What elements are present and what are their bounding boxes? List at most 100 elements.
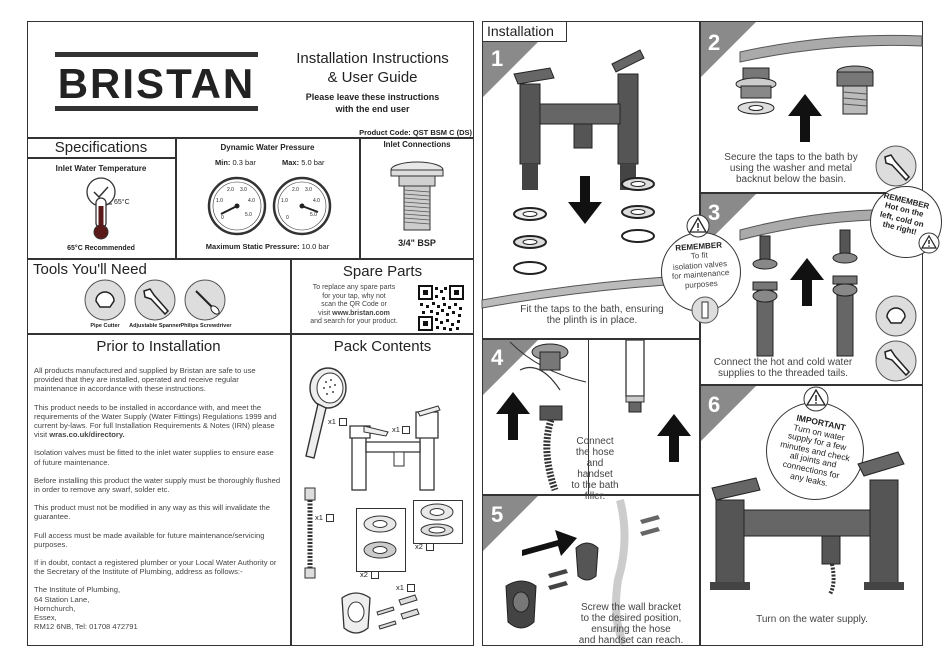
inlet-temp-title: Inlet Water Temperature (55, 164, 147, 173)
qty-bracket: x1 (396, 583, 404, 592)
prior-p3: Isolation valves must be fitted to the i… (34, 448, 274, 467)
step-4-number: 4 (491, 345, 504, 370)
qty-handset-checkbox[interactable] (339, 418, 347, 426)
step1-bath-edge-icon (481, 275, 683, 309)
step4-caption-line4: handset (577, 469, 613, 480)
prior-heading: Prior to Installation (96, 338, 221, 355)
bath-filler-icon (349, 405, 441, 491)
divider-specs-top (27, 137, 474, 139)
step-5-number: 5 (491, 502, 504, 527)
inlet-connections-title: Inlet Connections (383, 140, 451, 149)
step2-up-arrow-icon (788, 94, 822, 142)
static-label: Maximum Static Pressure: (205, 242, 300, 251)
step5-right-arrow-icon (522, 530, 577, 556)
qty-filler-checkbox[interactable] (402, 426, 410, 434)
addr-line3: Hornchurch, (34, 603, 76, 613)
step3-tails-left-icon (752, 235, 778, 357)
brand-logo: BRISTAN (57, 60, 256, 107)
step2-caption-line3: backnut below the basin. (735, 174, 847, 185)
step1-tap-illustration (513, 49, 645, 190)
static-pressure: Maximum Static Pressure: 10.0 bar (176, 242, 359, 251)
spare-line4: visit www.bristan.com (295, 310, 413, 319)
gauge2-tick-2: 2.0 (292, 187, 299, 193)
prior-p4: Before installing this product the water… (34, 475, 281, 495)
grid-v (699, 21, 701, 646)
qty-hose: x1 (315, 513, 323, 522)
step2-caption: Secure the taps to the bath by using the… (710, 152, 872, 185)
qty-washers-checkbox[interactable] (371, 571, 379, 579)
step4-up-arrow-right-icon (657, 414, 691, 462)
step6-caption: Turn on the water supply. (702, 614, 922, 625)
qty-hose-checkbox[interactable] (326, 514, 334, 522)
step5-caption-line1: Screw the wall bracket (580, 602, 682, 613)
step5-wall-icon (612, 499, 629, 646)
right-page-frame (482, 21, 923, 646)
qr-code-icon[interactable] (418, 285, 464, 331)
divider-specs-v2 (359, 137, 361, 258)
prior-p7: If in doubt, contact a registered plumbe… (34, 558, 277, 577)
installation-heading-box (482, 21, 567, 42)
step-1-number: 1 (491, 46, 504, 71)
product-code: Product Code: QST BSM C (DS) (359, 128, 472, 137)
step5-screws-icon (548, 569, 568, 590)
pressure-title: Dynamic Water Pressure (220, 143, 315, 152)
max-label: Max: (282, 158, 300, 167)
qty-backnut: x2 (415, 542, 423, 551)
step3-tails-right-icon (832, 229, 858, 357)
spare-line2: for your tap, why not (322, 292, 386, 300)
warning-icon (686, 214, 710, 238)
gauge1-tick-1: 1.0 (216, 198, 223, 204)
step5-bracket-icon (575, 542, 599, 581)
pressure-gauge-max-icon (272, 176, 332, 236)
step-6-triangle (701, 386, 756, 441)
screws-plugs-icon (376, 594, 420, 630)
prior-body: All products manufactured and supplied b… (34, 366, 282, 631)
step5-caption: Screw the wall bracket to the desired po… (570, 602, 692, 646)
max-pressure: Max: 5.0 bar (282, 158, 325, 167)
addr-line4: Essex, (34, 613, 57, 623)
step2-bath-edge-icon (739, 34, 923, 63)
inlet-size: 3/4" BSP (398, 238, 436, 248)
qty-backnut-checkbox[interactable] (426, 543, 434, 551)
grid-h-2 (699, 192, 923, 194)
specs-heading: Specifications (54, 139, 148, 156)
spare-text: To replace any spare parts for your tap,… (295, 284, 413, 327)
gauge2-tick-3: 3.0 (305, 187, 312, 193)
step5-caption-line4: and handset can reach. (578, 635, 684, 646)
prior-p6: Full access must be made available for f… (34, 530, 265, 549)
washers-box (356, 508, 406, 572)
step2-caption-line1: Secure the taps to the bath by (724, 152, 858, 163)
step5-caption-line3: ensuring the hose (591, 624, 671, 635)
step5-caption-line2: to the desired position, (580, 613, 682, 624)
divider-specs-v1 (175, 137, 177, 258)
gauge1-tick-2: 2.0 (227, 187, 234, 193)
step1-caption-line1: Fit the taps to the bath, ensuring (520, 304, 664, 315)
gauge2-tick-5: 5.0 (310, 212, 317, 218)
min-value: 0.3 bar (232, 158, 256, 167)
tools-heading: Tools You'll Need (33, 261, 147, 278)
doc-subtitle-line1: Please leave these instructions (305, 92, 440, 102)
qty-bracket-checkbox[interactable] (407, 584, 415, 592)
step-5-triangle (483, 496, 538, 551)
addr-line2: 64 Station Lane, (34, 594, 90, 604)
step6-tap-illustration (710, 451, 905, 596)
prior-p5: This product must not be modified in any… (34, 503, 270, 522)
pressure-gauge-min-icon (207, 176, 267, 236)
gauge1-tick-5: 5.0 (245, 212, 252, 218)
step4-up-arrow-icon (496, 392, 530, 440)
step3-caption-line2: supplies to the threaded tails. (717, 368, 849, 379)
step-6-number: 6 (708, 392, 721, 417)
remember1-text: REMEMBER To fit isolation valves for mai… (659, 239, 740, 291)
step5-bracket-back-icon (505, 580, 537, 629)
wras-link[interactable]: wras.co.uk/directory. (49, 430, 125, 440)
qty-handset: x1 (328, 417, 336, 426)
hose-icon (304, 487, 316, 579)
spare-line5: and search for your product. (310, 318, 398, 326)
gauge1-tick-0: 0 (221, 215, 224, 221)
step4-hose-icon (539, 405, 563, 492)
step1-caption: Fit the taps to the bath, ensuring the p… (492, 304, 692, 326)
spare-link[interactable]: www.bristan.com (332, 309, 390, 317)
grid-v-4 (588, 338, 590, 494)
gauge2-tick-0: 0 (286, 215, 289, 221)
step4-caption: Connect the hose and handset to the bath… (564, 436, 626, 502)
